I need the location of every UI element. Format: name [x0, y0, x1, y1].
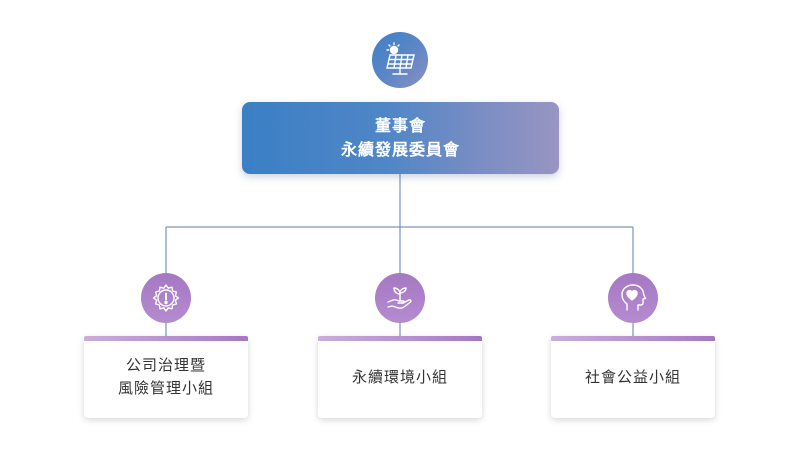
board-node: 董事會 永續發展委員會: [242, 102, 559, 174]
board-title: 董事會: [374, 116, 426, 135]
hand-sprout-icon: [375, 273, 425, 323]
group-card-social: 社會公益小組: [551, 336, 715, 418]
group-card-label: 公司治理暨: [125, 356, 206, 374]
group-card-label: 永續環境小組: [351, 367, 448, 386]
head-heart-icon: [608, 273, 658, 323]
solar-panel-icon: [372, 32, 428, 88]
group-card-label: 社會公益小組: [584, 367, 681, 386]
board-subtitle: 永續發展委員會: [340, 140, 460, 159]
group-card-governance: 公司治理暨 風險管理小組: [84, 336, 248, 418]
group-card-environment: 永續環境小組: [318, 336, 482, 418]
group-card-label: 風險管理小組: [117, 379, 214, 397]
gear-exclamation-icon: [141, 273, 191, 323]
